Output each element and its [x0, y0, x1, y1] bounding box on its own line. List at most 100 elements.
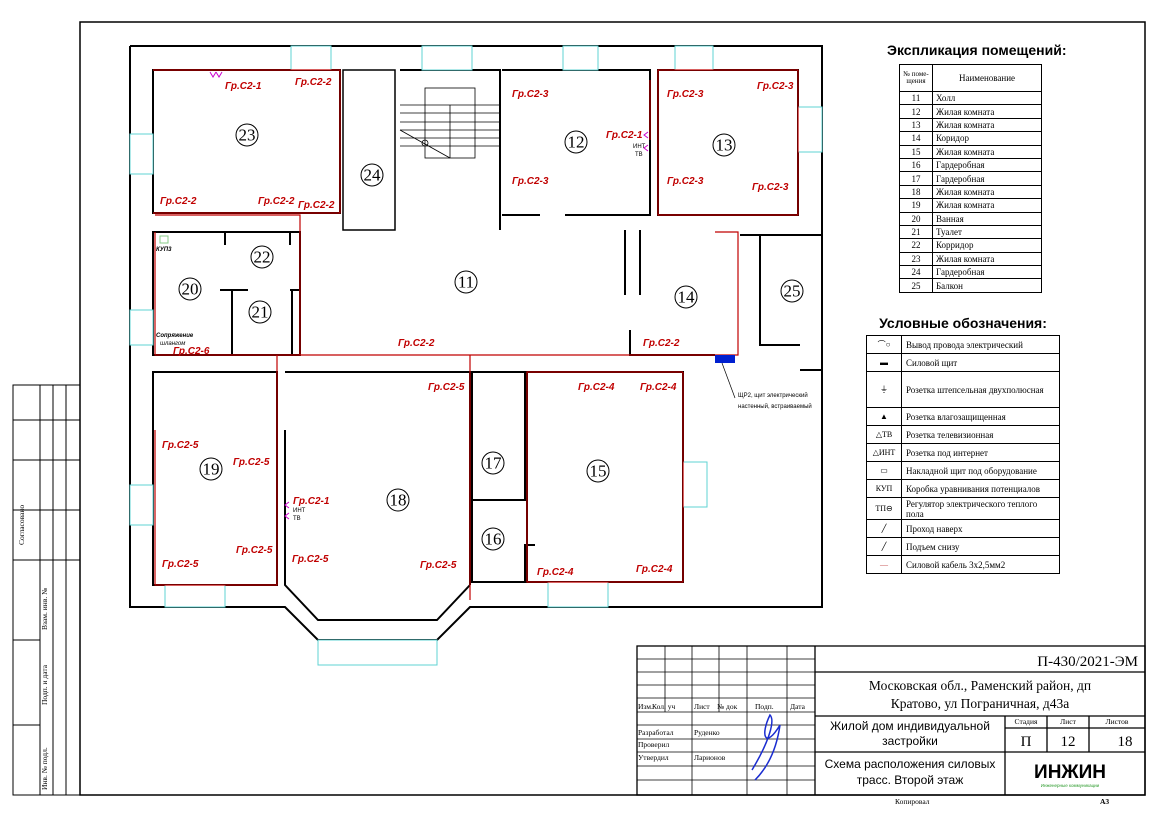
room-number: 14: [899, 131, 933, 146]
room-number-17: 17: [485, 454, 503, 473]
stamp-inv-replace: Взам. инв. №: [40, 588, 49, 630]
room-marker-circle: [199, 457, 223, 481]
room-marker-circle: [586, 459, 610, 483]
tv-label-18: ТВ: [293, 516, 301, 522]
room-name: Жилая комната: [932, 251, 1042, 267]
room-number-22: 22: [254, 248, 271, 267]
circuit-group-label: Гр.С2-5: [292, 554, 329, 565]
legend-label: Силовой щит: [901, 353, 1060, 372]
address-line-2: Кратово, ул Пограничная, д43а: [891, 696, 1069, 711]
tv-internet-sockets: [209, 71, 649, 520]
room-number: 15: [899, 144, 933, 159]
explication-title: Экспликация помещений:: [887, 42, 1067, 58]
room-marker-circle: [454, 270, 478, 294]
sheets-value: 18: [1118, 734, 1133, 750]
wire-outlet-icon: ⌒○: [866, 335, 902, 354]
stage-label: Стадия: [1015, 717, 1038, 726]
room-marker-circle: [250, 245, 274, 269]
pass-up-icon: ╱: [866, 519, 902, 538]
legend-label: Розетка телевизионная: [901, 425, 1060, 444]
panel-note-1: ЩР2, щит электрический: [738, 392, 808, 399]
room-number: 25: [899, 278, 933, 293]
room-name: Гардеробная: [932, 265, 1042, 280]
legend-row: ⏚Розетка штепсельная двухполюсная: [866, 371, 1060, 408]
kup-label: КУП3: [156, 247, 172, 253]
rise-from-below-icon: ╱: [866, 537, 902, 556]
stamp-sign-date: Подп. и дата: [40, 664, 49, 705]
kup-box-icon: [159, 235, 169, 244]
room-name: Коридор: [932, 131, 1042, 146]
panel-note-2: настенный, встраиваемый: [738, 403, 812, 410]
room-number-23: 23: [239, 126, 256, 145]
room-number-11: 11: [458, 273, 474, 292]
sheet-title-1: Схема расположения силовых: [825, 757, 996, 771]
copied-label: Копировал: [895, 797, 930, 806]
surface-panel-icon: ▭: [866, 461, 902, 480]
room-number: 11: [899, 90, 933, 106]
signature: [751, 713, 781, 781]
room-number-12: 12: [568, 133, 585, 152]
svg-text:Дата: Дата: [790, 702, 806, 711]
circuit-group-label: Гр.С2-1: [293, 496, 330, 507]
power-cable-routes: [153, 69, 799, 600]
power-panel-icon: ▬: [866, 353, 902, 372]
circuit-group-label: Гр.С2-5: [233, 457, 270, 468]
legend-label: Проход наверх: [901, 519, 1060, 538]
circuit-group-label: Гр.С2-2: [258, 196, 295, 207]
circuit-group-label: Гр.С2-3: [512, 89, 549, 100]
room-name: Жилая комната: [932, 184, 1042, 200]
circuit-group-label: Гр.С2-2: [160, 196, 197, 207]
room-marker-circle: [674, 285, 698, 309]
room-name: Жилая комната: [932, 144, 1042, 159]
room-number: 13: [899, 117, 933, 133]
room-number-21: 21: [252, 303, 269, 322]
room-number: 22: [899, 238, 933, 253]
legend-label: Вывод провода электрический: [901, 335, 1060, 354]
object-line-2: застройки: [882, 734, 938, 748]
room-name: Жилая комната: [932, 117, 1042, 133]
room-number: 19: [899, 198, 933, 213]
room-marker-circle: [248, 300, 272, 324]
sheet-title-2: трасс. Второй этаж: [857, 773, 963, 787]
circuit-group-label: Гр.С2-5: [236, 545, 273, 556]
legend-label: Розетка под интернет: [901, 443, 1060, 462]
tv-socket-icon: △ТВ: [866, 425, 902, 444]
company-logo: ИНЖИН: [1034, 762, 1106, 783]
legend-label: Регулятор электрического теплого пола: [901, 497, 1060, 520]
room-number-13: 13: [716, 136, 733, 155]
floor-heating-regulator-icon: ТП⊖: [866, 497, 902, 520]
room-name: Ванная: [932, 211, 1042, 226]
project-code: П-430/2021-ЭМ: [1037, 654, 1138, 670]
circuit-group-label: Гр.С2-4: [640, 382, 677, 393]
title-block: [636, 645, 1146, 796]
tv-label: ТВ: [635, 152, 643, 158]
room-number-20: 20: [182, 280, 199, 299]
room-number-15: 15: [590, 462, 607, 481]
sheet-value: 12: [1061, 734, 1076, 750]
svg-text:№ док: № док: [717, 702, 738, 711]
circuit-group-label: Гр.С2-5: [420, 560, 457, 571]
circuit-group-label: Гр.С2-3: [667, 176, 704, 187]
room-number-24: 24: [364, 166, 382, 185]
circuit-group-label: Гр.С2-1: [225, 81, 262, 92]
circuit-group-label: Гр.С2-4: [578, 382, 615, 393]
circuit-group-label: Гр.С2-3: [512, 176, 549, 187]
legend-row: —Силовой кабель 3х2,5мм2: [866, 555, 1060, 574]
circuit-group-label: Гр.С2-2: [298, 200, 335, 211]
internet-socket-icon: △ИНТ: [866, 443, 902, 462]
joint-label-2: шлангом: [160, 341, 185, 347]
legend-label: Подъем снизу: [901, 537, 1060, 556]
stamp-agreed: Согласовано: [17, 505, 26, 545]
legend-row: ⌒○Вывод провода электрический: [866, 335, 1060, 354]
